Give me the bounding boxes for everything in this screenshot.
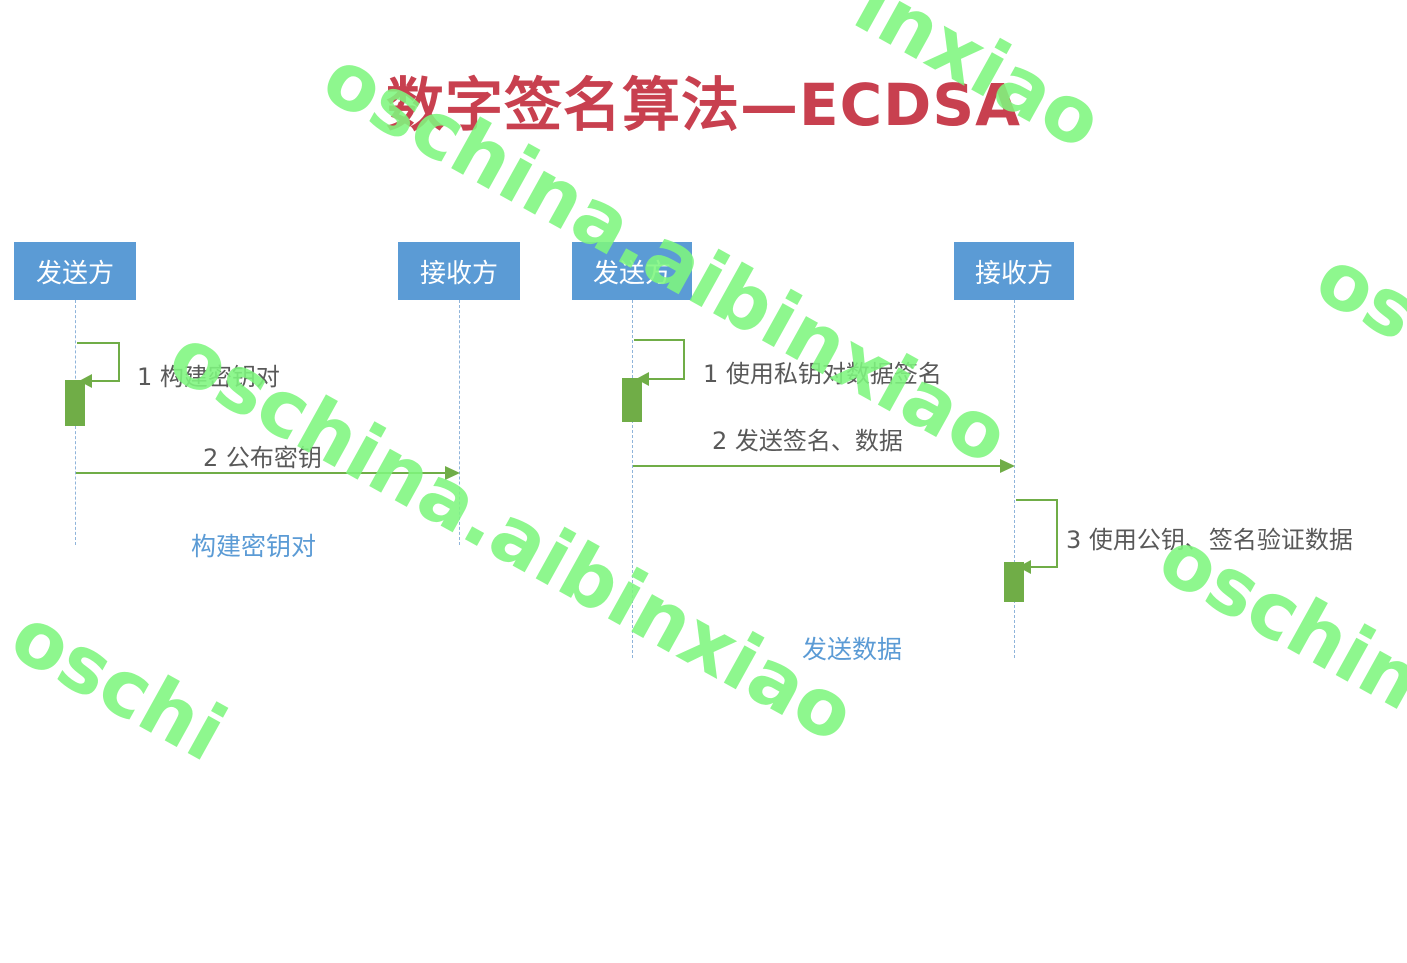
left-sender-activation <box>65 380 85 426</box>
right-receiver-box: 接收方 <box>954 242 1074 300</box>
right-verify-message-arrow <box>1016 499 1058 568</box>
left-publish-key-arrowhead <box>445 466 460 480</box>
right-sender-box: 发送方 <box>572 242 692 300</box>
right-receiver-activation <box>1004 562 1024 602</box>
left-receiver-lifeline <box>459 300 460 545</box>
right-self-message-arrow <box>634 339 685 380</box>
right-verify-message-arrowhead <box>1018 560 1031 574</box>
right-send-arrowhead <box>1000 459 1015 473</box>
message-arrows <box>76 339 1058 574</box>
left-self-message-arrow <box>77 342 120 382</box>
left-caption: 构建密钥对 <box>191 532 317 561</box>
right-step1-label: 1 使用私钥对数据签名 <box>703 360 942 388</box>
left-receiver-box: 接收方 <box>398 242 520 300</box>
right-step2-label: 2 发送签名、数据 <box>712 427 903 455</box>
right-receiver-lifeline <box>1014 300 1015 658</box>
left-step1-label: 1 构建密钥对 <box>137 363 280 391</box>
left-step2-label: 2 公布密钥 <box>203 444 322 472</box>
right-sender-activation <box>622 378 642 422</box>
right-step3-label: 3 使用公钥、签名验证数据 <box>1066 526 1353 554</box>
diagram-title: 数字签名算法—ECDSA <box>386 71 1021 139</box>
right-self-message-arrowhead <box>636 372 649 386</box>
left-sender-box: 发送方 <box>14 242 136 300</box>
right-caption: 发送数据 <box>802 635 903 664</box>
left-self-message-arrowhead <box>79 374 92 388</box>
right-sender-lifeline <box>632 300 633 658</box>
